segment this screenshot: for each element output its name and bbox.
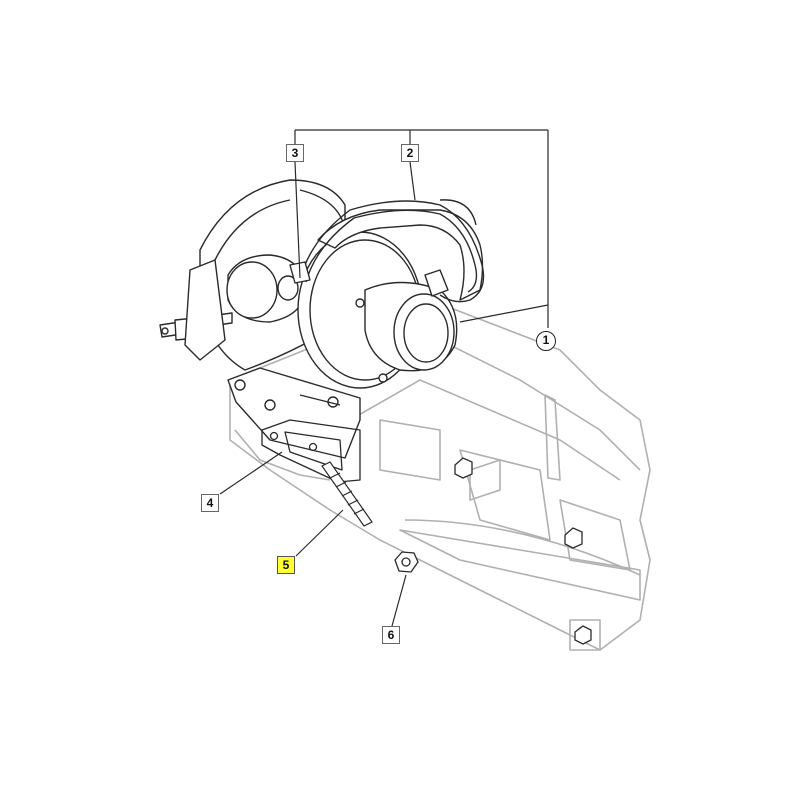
gasket	[261, 419, 361, 483]
leader-4	[219, 451, 283, 495]
leader-5	[295, 509, 344, 557]
leader-3-lower	[294, 161, 301, 279]
callout-5[interactable]: 5	[277, 556, 295, 574]
leader-6	[391, 574, 407, 627]
leader-lines	[219, 129, 549, 627]
nut	[394, 551, 419, 573]
stud	[321, 461, 373, 527]
leader-2-lower	[409, 161, 416, 201]
callout-3[interactable]: 3	[286, 144, 304, 162]
turbocharger	[159, 179, 485, 459]
leader-1-to-turbo	[459, 304, 549, 323]
callout-6[interactable]: 6	[382, 626, 400, 644]
callout-2[interactable]: 2	[401, 144, 419, 162]
callout-1[interactable]: 1	[536, 331, 556, 351]
callout-4[interactable]: 4	[201, 494, 219, 512]
manifold-fasteners	[454, 457, 592, 645]
